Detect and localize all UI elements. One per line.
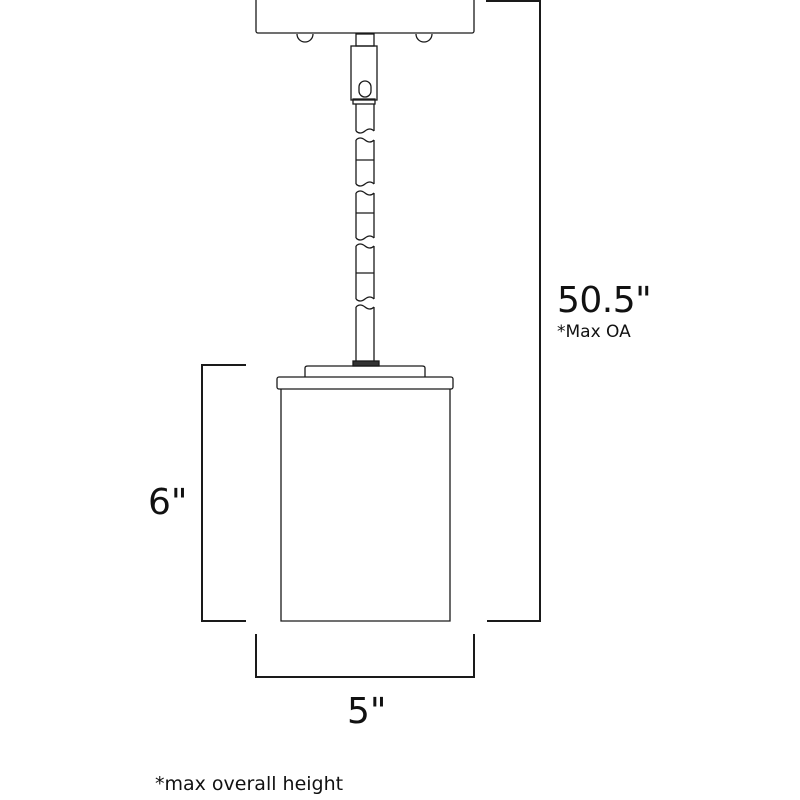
shade-top-plate <box>304 365 426 377</box>
stem-coupler <box>350 45 378 101</box>
knurled-nut <box>352 360 380 367</box>
shade-body <box>280 389 451 622</box>
shade-width-bracket <box>255 634 475 678</box>
shade-width-label: 5" <box>347 691 387 732</box>
canopy-screw-left <box>296 33 314 43</box>
coupler-collar <box>352 98 376 105</box>
canopy-screw-right <box>415 33 433 43</box>
overall-height-label: 50.5" <box>557 280 652 321</box>
shade-cap <box>276 376 454 390</box>
shade-height-label: 6" <box>148 482 188 523</box>
canopy <box>255 0 475 34</box>
coupler-set-screw <box>358 80 372 98</box>
stem-nipple <box>355 33 375 47</box>
stem-rod <box>355 104 375 362</box>
footnote: *max overall height <box>155 773 344 795</box>
overall-height-bracket <box>486 0 541 622</box>
shade-height-bracket <box>201 364 246 622</box>
overall-height-note: *Max OA <box>557 322 631 342</box>
